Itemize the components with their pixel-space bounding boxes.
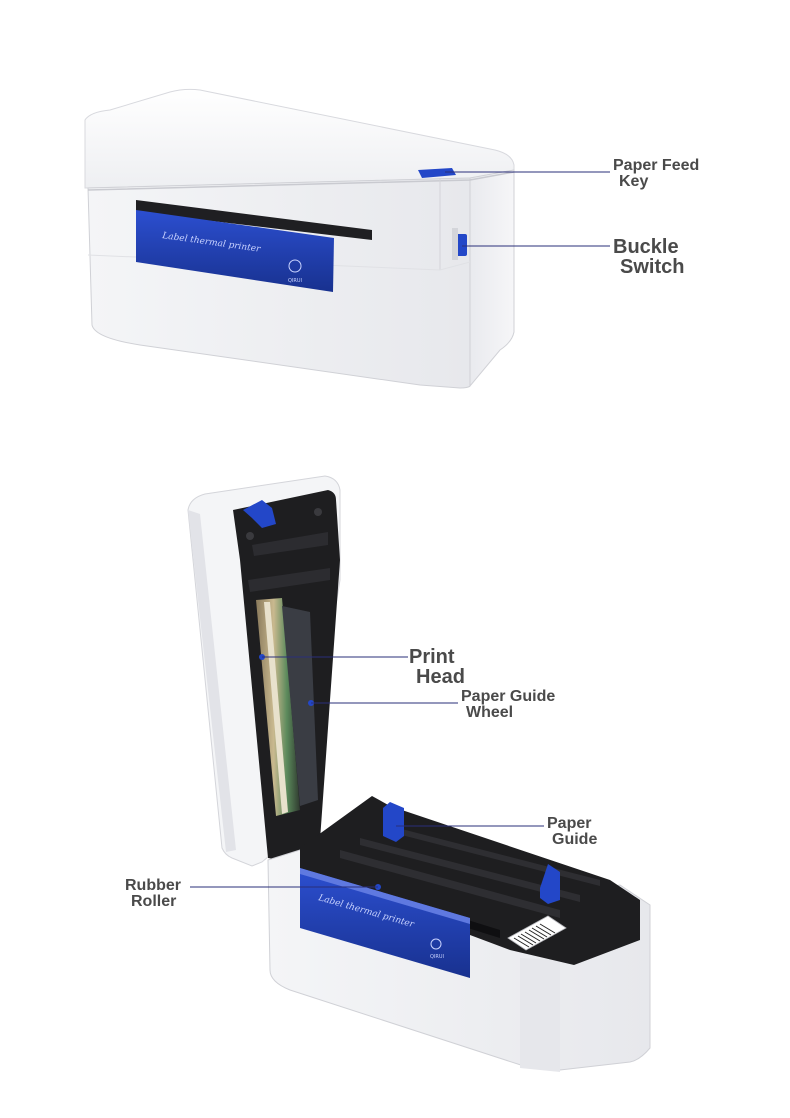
- label-rubber-roller-line1: Rubber: [125, 877, 181, 894]
- barcode-sticker: [507, 915, 567, 951]
- closed-printer: Label thermal printer QIRUI: [84, 88, 610, 389]
- label-paper-guide: Paper Guide: [547, 816, 597, 848]
- label-paper-guide-line1: Paper: [547, 815, 592, 832]
- front-label-plate: [136, 210, 334, 292]
- label-print-head-line1: Print: [409, 646, 455, 668]
- label-paper-guide-wheel-line2: Wheel: [466, 704, 514, 721]
- brand-logo-icon: [288, 259, 302, 273]
- label-paper-guide-wheel-line1: Paper Guide: [461, 688, 556, 705]
- label-paper-guide-wheel: Paper Guide Wheel: [461, 689, 555, 721]
- label-paper-feed-key: Paper Feed Key: [613, 158, 699, 190]
- label-print-head-line2: Head: [416, 666, 465, 688]
- paper-guide-right: [540, 864, 560, 904]
- base-brand-text: QIRUI: [430, 954, 444, 960]
- label-rubber-roller: Rubber Roller: [125, 878, 181, 910]
- label-paper-feed-key-line1: Paper Feed: [613, 157, 700, 174]
- paper-guide-left: [383, 802, 404, 842]
- label-print-head: Print Head: [409, 647, 465, 687]
- brand-text: QIRUI: [288, 278, 302, 284]
- label-buckle-switch: Buckle Switch: [613, 237, 684, 277]
- label-paper-feed-key-line2: Key: [619, 173, 649, 190]
- base-brand-logo-icon: [430, 938, 442, 950]
- label-buckle-switch-line2: Switch: [620, 256, 685, 278]
- label-buckle-switch-line1: Buckle: [613, 236, 679, 258]
- label-rubber-roller-line2: Roller: [131, 893, 177, 910]
- base-label-plate: [300, 868, 470, 978]
- open-printer: Label thermal printer QIRUI: [187, 475, 651, 1072]
- label-paper-guide-line2: Guide: [552, 831, 598, 848]
- paper-feed-key: [418, 168, 456, 178]
